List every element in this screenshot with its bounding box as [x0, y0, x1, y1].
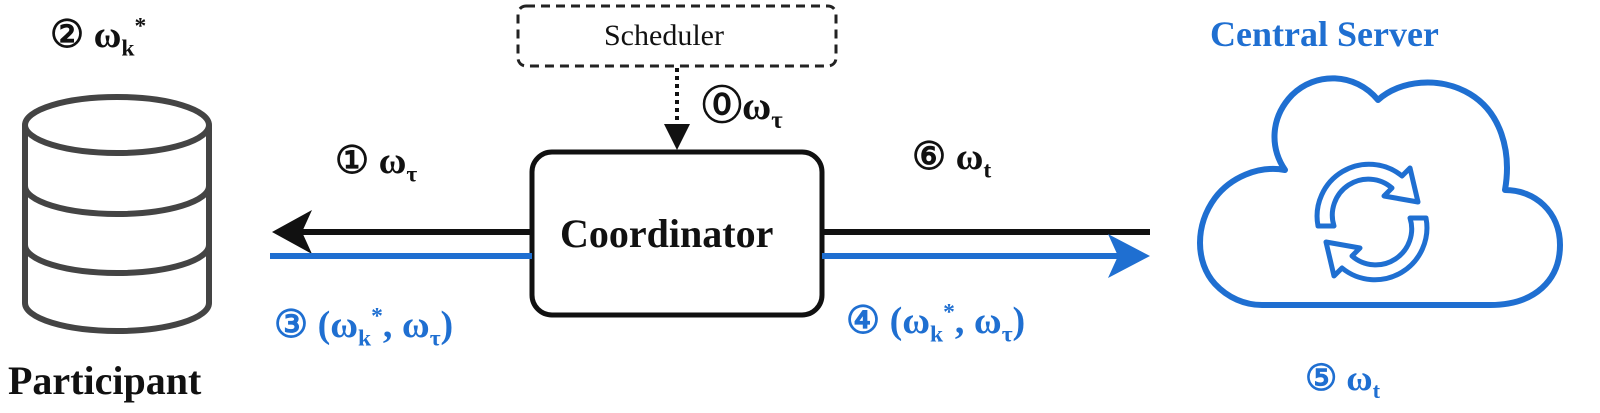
step-3-label: ③ (ωk*, ωτ) — [274, 303, 454, 351]
central-server-label: Central Server — [1210, 14, 1439, 54]
step-1-symbol: ω — [378, 140, 407, 182]
step-4-close-paren: ) — [1012, 300, 1026, 342]
coordinator-to-participant-arrowhead — [272, 210, 312, 254]
step-3-symbol-2: ω — [401, 304, 430, 346]
step-6-label: ⑥ ωt — [912, 136, 991, 182]
step-3-number: ③ — [274, 304, 309, 346]
step-2-superscript: * — [134, 13, 147, 40]
step-2-symbol: ω — [93, 14, 122, 56]
step-4-symbol-2: ω — [973, 300, 1002, 342]
step-4-label: ④ (ωk*, ωτ) — [846, 299, 1026, 347]
step-4-subscript: k — [930, 321, 944, 348]
coordinator-to-server-arrowhead — [1108, 234, 1150, 278]
step-4-separator: , — [954, 300, 974, 342]
step-4-superscript: * — [943, 299, 955, 326]
step-3-superscript: * — [371, 303, 383, 330]
step-0-number: ⓪ — [702, 83, 742, 128]
step-3-symbol: ω — [330, 304, 359, 346]
scheduler-box — [516, 4, 838, 68]
step-4-number: ④ — [846, 300, 881, 342]
step-3-open-paren: ( — [317, 304, 331, 346]
scheduler-label: Scheduler — [604, 19, 724, 52]
step-4-open-paren: ( — [889, 300, 903, 342]
step-1-number: ① — [335, 140, 370, 182]
scheduler-arrowhead — [664, 124, 690, 150]
step-3-subscript-2: τ — [429, 325, 441, 352]
step-0-symbol: ω — [742, 83, 772, 128]
participant-label: Participant — [8, 358, 202, 403]
step-2-label: ② ωk* — [50, 13, 147, 61]
step-2-number: ② — [50, 14, 85, 56]
step-5-number: ⑤ — [1305, 358, 1338, 398]
step-3-close-paren: ) — [440, 304, 454, 346]
step-0-subscript: τ — [771, 107, 783, 134]
step-3-separator: , — [382, 304, 402, 346]
coordinator-label: Coordinator — [560, 211, 774, 256]
database-icon — [22, 94, 212, 334]
step-0-label: ⓪ωτ — [702, 83, 783, 133]
step-1-label: ① ωτ — [335, 140, 417, 186]
step-5-label: ⑤ ωt — [1305, 358, 1380, 402]
step-5-subscript: t — [1372, 378, 1381, 404]
step-2-subscript: k — [121, 35, 135, 62]
step-1-subscript: τ — [406, 161, 418, 188]
step-6-number: ⑥ — [912, 136, 947, 178]
step-3-subscript: k — [358, 325, 372, 352]
sync-icon — [1314, 161, 1430, 283]
step-6-subscript: t — [983, 157, 992, 184]
step-4-symbol: ω — [902, 300, 931, 342]
step-5-symbol: ω — [1346, 358, 1373, 398]
step-6-symbol: ω — [955, 136, 984, 178]
step-4-subscript-2: τ — [1001, 321, 1013, 348]
cloud-icon — [1197, 75, 1563, 308]
